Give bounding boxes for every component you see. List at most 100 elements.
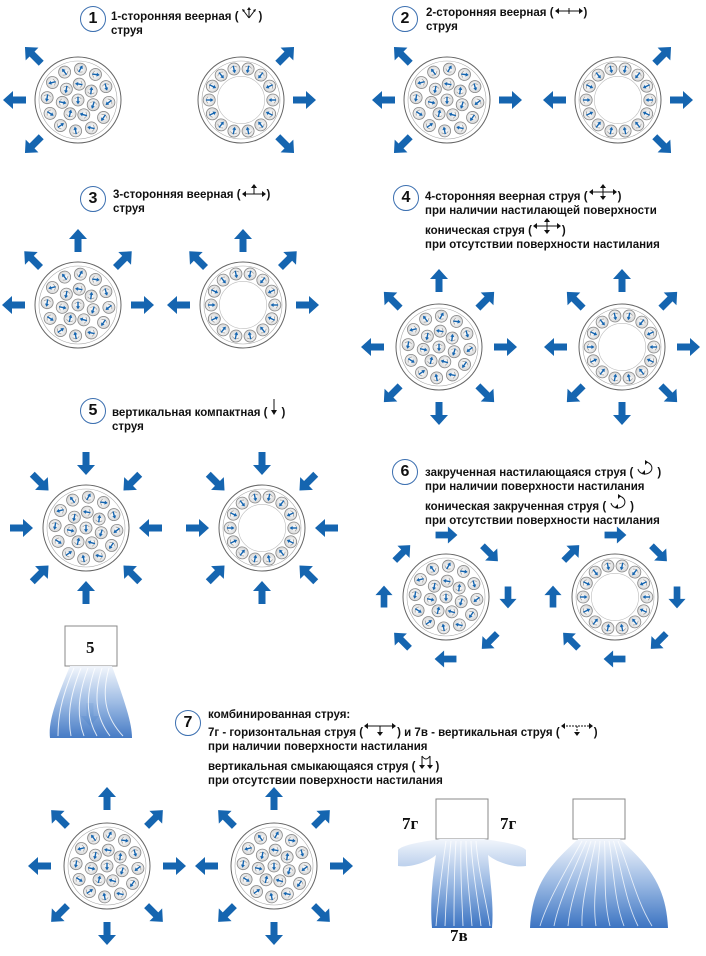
nozzle <box>255 848 269 862</box>
nozzle <box>579 576 593 590</box>
nozzle <box>94 526 108 540</box>
nozzle <box>216 273 230 287</box>
nozzle <box>72 282 86 296</box>
nozzle <box>591 118 605 132</box>
nozzle <box>254 68 268 82</box>
panel-7-title-line4: при наличии поверхности настилания <box>208 741 428 753</box>
vertical-jet-icon: () <box>263 399 286 419</box>
fan-2-side-icon: () <box>549 7 588 19</box>
cone-swirl-jet-icon: () <box>602 494 634 513</box>
arrow-p7-left <box>144 903 163 922</box>
nozzle <box>126 877 139 890</box>
nozzle <box>468 80 482 94</box>
arrow-p7-left <box>28 857 51 875</box>
nozzle <box>615 621 629 635</box>
nozzle <box>59 82 73 96</box>
nozzle <box>89 273 102 286</box>
arrow-p4-right <box>613 269 631 292</box>
nozzle <box>293 877 306 890</box>
nozzle <box>63 312 77 326</box>
nozzle <box>412 106 426 120</box>
panel-number-6: 6 <box>392 459 418 485</box>
nozzle <box>643 93 657 107</box>
nozzle <box>275 546 289 560</box>
nozzle <box>640 79 654 93</box>
nozzle <box>46 281 59 294</box>
arrow-p5-right <box>299 471 319 491</box>
nozzle <box>239 872 253 886</box>
arrow-p4-left <box>430 269 448 292</box>
arrow-p3-right <box>189 251 208 270</box>
swirl-arrow-left <box>481 631 500 649</box>
nozzle <box>89 68 102 81</box>
swirl-arrow-left <box>392 545 411 563</box>
nozzle <box>216 323 230 337</box>
nozzle <box>622 371 636 385</box>
arrow-p7-left <box>98 922 116 945</box>
nozzle <box>284 507 298 521</box>
arrow-p2-left <box>393 134 413 154</box>
nozzle <box>637 576 651 590</box>
nozzle <box>458 358 471 371</box>
cone-jet-icon: () <box>528 218 566 237</box>
nozzle <box>280 850 294 864</box>
nozzle <box>99 80 113 94</box>
panel-3-title: 3-сторонняя веерная () струя <box>113 184 270 216</box>
nozzle <box>442 62 456 76</box>
arrow-p2-right <box>543 91 566 109</box>
nozzle <box>635 315 649 329</box>
nozzle <box>265 312 279 326</box>
nozzle <box>438 355 452 369</box>
nozzle <box>407 323 420 336</box>
nozzle <box>427 65 441 79</box>
nozzle <box>463 342 477 356</box>
nozzle <box>71 298 85 312</box>
panel-4-title-line3: коническая струя <box>425 225 525 237</box>
panel-4-title: 4-сторонняя веерная струя () при наличии… <box>425 184 660 252</box>
nozzle <box>432 340 446 354</box>
nozzle <box>266 93 280 107</box>
nozzle <box>424 95 438 109</box>
nozzle <box>452 618 466 632</box>
nozzle-label-7v: 7в <box>450 926 468 945</box>
nozzle <box>586 326 600 340</box>
nozzle <box>631 68 645 82</box>
nozzle <box>71 535 85 549</box>
nozzle <box>635 365 649 379</box>
panel-1-title: 1-сторонняя веерная () струя <box>111 6 262 38</box>
nozzle <box>99 285 113 299</box>
nozzle <box>229 329 243 343</box>
nozzle <box>416 342 430 356</box>
nozzle <box>441 559 455 573</box>
nozzle <box>434 309 448 323</box>
arrow-p7-left <box>163 857 186 875</box>
nozzle <box>588 615 602 629</box>
arrow-p5-right <box>299 565 319 585</box>
nozzle <box>73 62 87 76</box>
arrow-p4-right <box>566 291 586 311</box>
nozzle <box>280 887 294 901</box>
nozzle <box>97 316 110 329</box>
nozzle <box>284 535 298 549</box>
panel-7-title-line5: вертикальная смыкающаяся струя <box>208 761 409 773</box>
nozzle <box>48 519 62 533</box>
nozzle <box>62 547 75 560</box>
arrow-p4-right <box>677 338 700 356</box>
nozzle <box>637 604 651 618</box>
nozzle <box>465 608 478 621</box>
nozzle <box>591 68 605 82</box>
panel-2-title-line2: струя <box>426 21 458 33</box>
arrow-p3-left <box>131 296 154 314</box>
arrow-p5-right <box>253 581 271 604</box>
nozzle <box>582 79 596 93</box>
nozzle <box>628 615 642 629</box>
nozzle <box>69 329 83 343</box>
nozzle <box>432 107 446 121</box>
nozzle <box>128 846 142 860</box>
arrow-p2-left <box>499 91 522 109</box>
nozzle <box>595 315 609 329</box>
nozzle <box>404 353 418 367</box>
nozzle <box>58 270 72 284</box>
nozzle <box>287 521 301 535</box>
nozzle <box>77 108 91 122</box>
